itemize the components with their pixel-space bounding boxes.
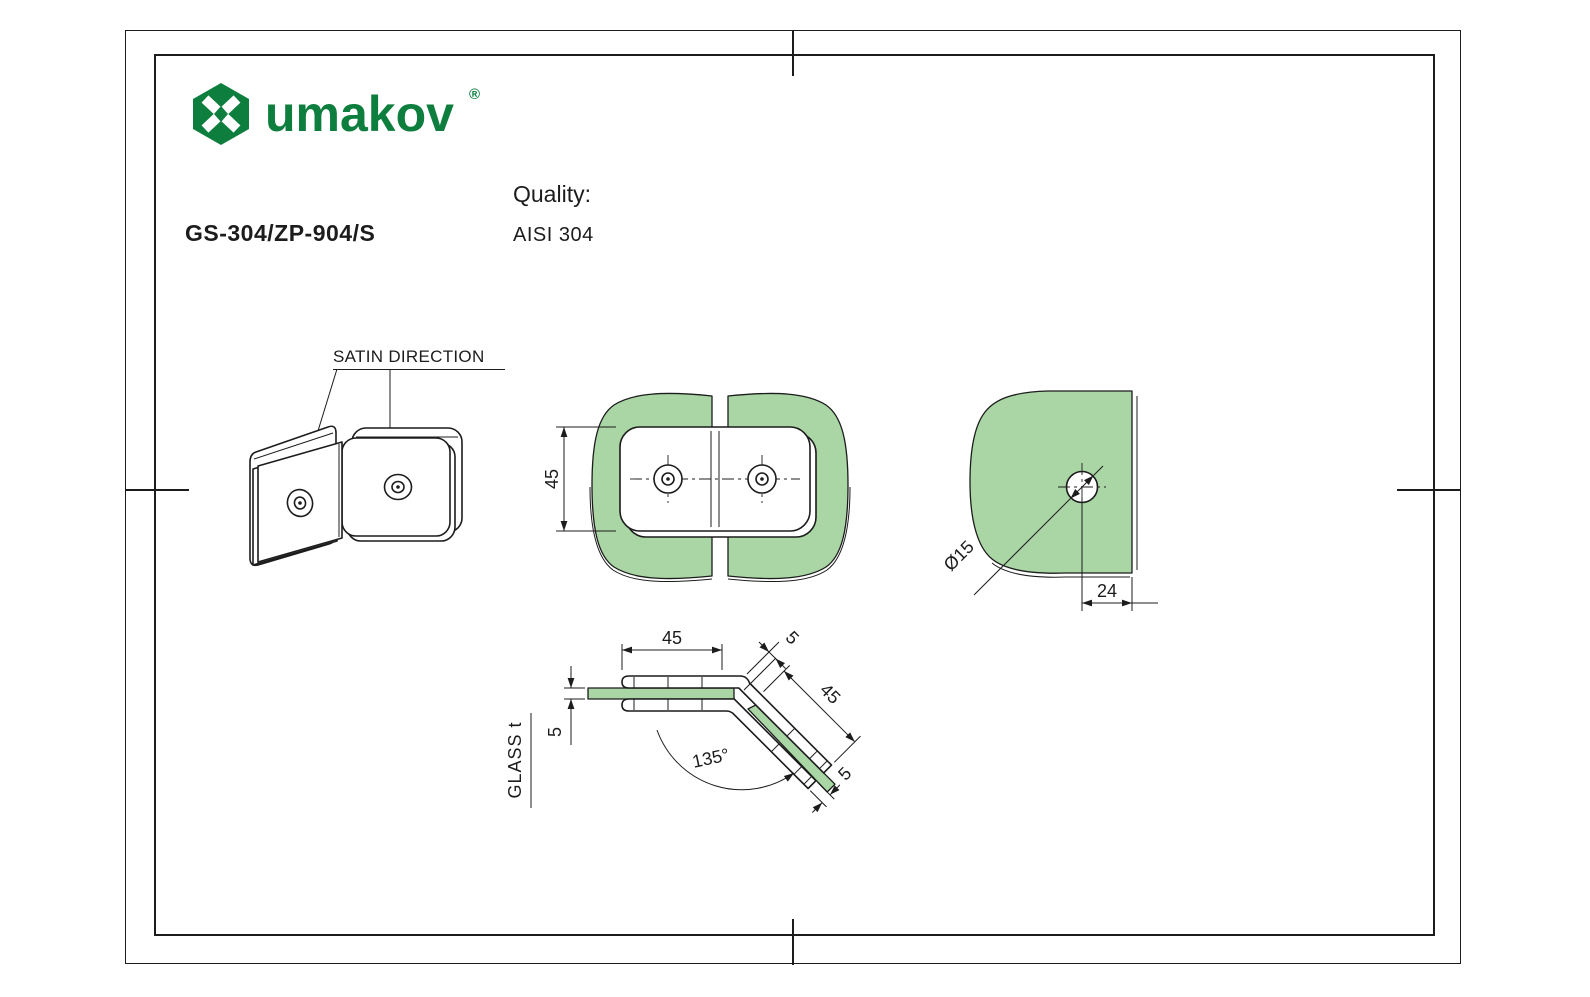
diameter-dim-line bbox=[1070, 475, 1094, 499]
dim-glass-thickness: 5 bbox=[545, 727, 565, 737]
ext-end-2 bbox=[809, 790, 827, 808]
dim-line-bend bbox=[768, 651, 776, 659]
brand-logo: umakov ® bbox=[190, 80, 480, 148]
angle-arc bbox=[656, 729, 795, 791]
centering-mark-right bbox=[1397, 489, 1461, 491]
dim-arm-length-right: 45 bbox=[816, 680, 844, 708]
plate-seams-left-arm bbox=[633, 677, 703, 710]
umakov-logo-icon bbox=[193, 83, 249, 145]
label-glass-thickness: GLASS t bbox=[505, 721, 525, 798]
clamp-inner-plate bbox=[621, 698, 817, 790]
screw-right-center bbox=[396, 485, 400, 489]
quality-value: AISI 304 bbox=[513, 224, 594, 246]
centering-mark-left bbox=[125, 489, 189, 491]
dim-bend-arrow-1 bbox=[758, 641, 770, 653]
glass-strip-right bbox=[747, 704, 836, 793]
dim-arm-length-left: 45 bbox=[662, 628, 682, 648]
front-view: 45 bbox=[542, 392, 851, 583]
dim-plate-thickness-end: 5 bbox=[834, 763, 855, 784]
screw-right-front-dot bbox=[760, 477, 764, 481]
dim-end-arrow-1 bbox=[829, 784, 841, 796]
satin-direction-label: SATIN DIRECTION bbox=[333, 347, 505, 370]
glass-left-thickness-line bbox=[589, 486, 713, 583]
diameter-leader-tail bbox=[1093, 465, 1104, 476]
brand-name: umakov bbox=[265, 86, 454, 142]
ext-bend-2 bbox=[743, 657, 777, 691]
dim-hole-to-edge: 24 bbox=[1097, 581, 1117, 601]
sheet-inner-border bbox=[154, 54, 1435, 936]
top-view: 45 5 45 5 5 GLASS t bbox=[505, 627, 861, 813]
diameter-leader bbox=[973, 498, 1071, 596]
dim-hole-diameter: Ø15 bbox=[940, 537, 978, 575]
centering-mark-bottom bbox=[792, 919, 794, 965]
perspective-view bbox=[249, 368, 463, 567]
glass-cutout-view: Ø15 24 bbox=[940, 390, 1158, 611]
ext-bend-1 bbox=[746, 641, 780, 675]
screw-left-center bbox=[298, 501, 302, 505]
centering-mark-top bbox=[792, 30, 794, 76]
dim-end-arrow-2 bbox=[811, 802, 823, 813]
ext-arm-right-1 bbox=[763, 665, 791, 692]
part-number: GS-304/ZP-904/S bbox=[185, 220, 376, 246]
ext-arm-right-2 bbox=[833, 735, 861, 763]
quality-label: Quality: bbox=[513, 181, 591, 207]
glass-strip-left bbox=[587, 687, 735, 700]
registered-trademark: ® bbox=[468, 86, 481, 103]
screw-left-front-dot bbox=[666, 477, 670, 481]
glass-pane-left-edge bbox=[253, 432, 334, 460]
glass-right-thickness-line bbox=[727, 486, 851, 583]
dim-front-height: 45 bbox=[542, 469, 562, 489]
dim-line-arm-right bbox=[783, 670, 856, 743]
ext-end-1 bbox=[817, 782, 835, 800]
dim-plate-thickness-bend: 5 bbox=[782, 627, 803, 648]
glass-cutout-thickness-bottom bbox=[991, 562, 1130, 578]
dim-angle: 135° bbox=[690, 744, 731, 771]
dim-bend-arrow-2 bbox=[775, 658, 786, 669]
glass-panel-cutout bbox=[969, 390, 1133, 574]
